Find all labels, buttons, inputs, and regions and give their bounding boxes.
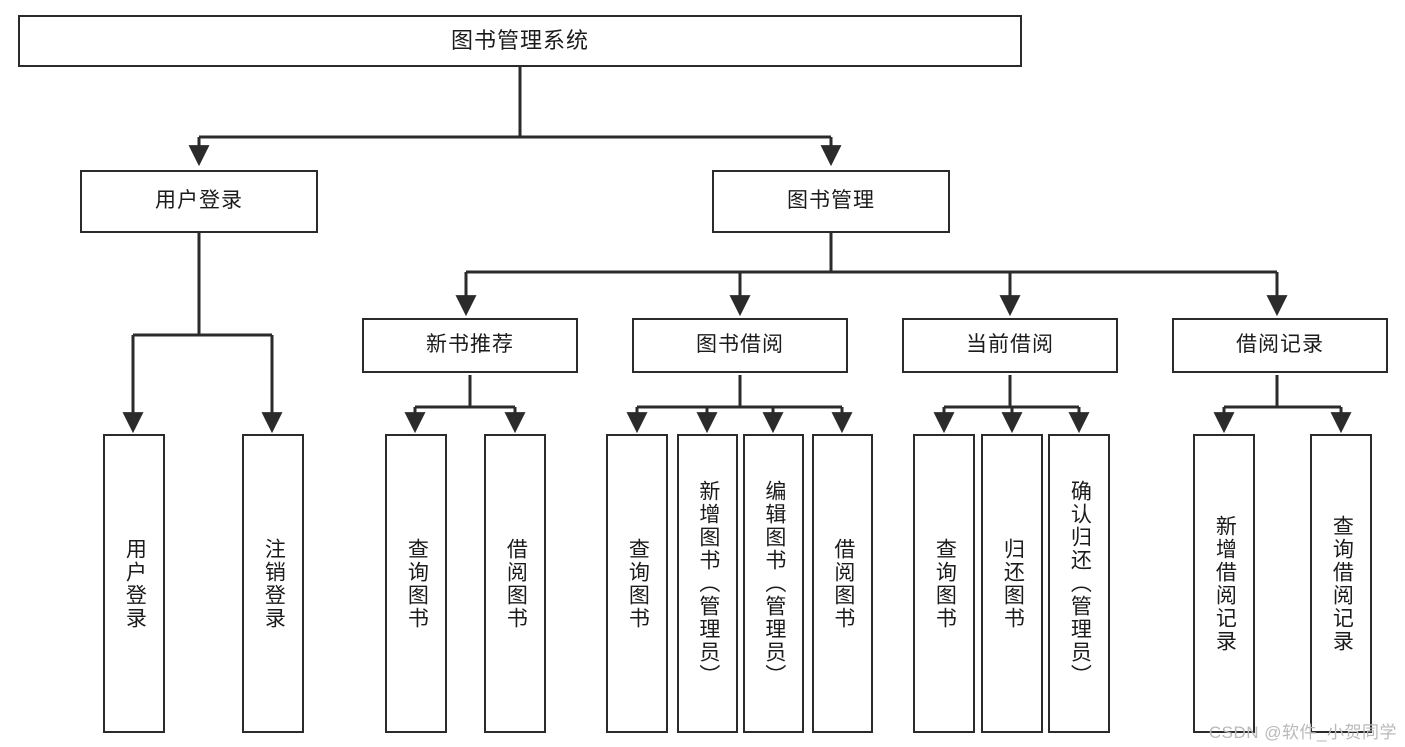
node-label: 查询图书 (626, 537, 650, 630)
node-root-book-management-system[interactable]: 图书管理系统 (18, 15, 1022, 67)
node-leaf-query-borrow-record[interactable]: 查询借阅记录 (1310, 434, 1372, 733)
node-label: 新增图书（管理员） (696, 480, 720, 687)
node-leaf-query-book-current[interactable]: 查询图书 (913, 434, 975, 733)
watermark-text: CSDN @软件_小贺同学 (1208, 723, 1397, 742)
node-label: 新书推荐 (426, 333, 514, 357)
node-label: 归还图书 (1001, 537, 1025, 630)
node-borrowing-record[interactable]: 借阅记录 (1172, 318, 1388, 373)
node-leaf-query-book-borrow[interactable]: 查询图书 (606, 434, 668, 733)
node-label: 借阅记录 (1236, 333, 1324, 357)
node-label: 借阅图书 (831, 537, 855, 630)
node-leaf-confirm-return-admin[interactable]: 确认归还（管理员） (1048, 434, 1110, 733)
node-label: 确认归还（管理员） (1068, 480, 1092, 687)
node-label: 新增借阅记录 (1213, 514, 1237, 653)
node-user-login[interactable]: 用户登录 (80, 170, 318, 233)
node-leaf-add-book-admin[interactable]: 新增图书（管理员） (677, 434, 738, 733)
node-label: 图书管理 (787, 189, 875, 213)
node-label: 用户登录 (123, 537, 147, 630)
node-leaf-return-book[interactable]: 归还图书 (981, 434, 1043, 733)
node-book-management[interactable]: 图书管理 (712, 170, 950, 233)
node-leaf-query-book-recommend[interactable]: 查询图书 (385, 434, 447, 733)
node-leaf-user-login[interactable]: 用户登录 (103, 434, 165, 733)
node-label: 用户登录 (155, 189, 243, 213)
node-leaf-borrow-book-recommend[interactable]: 借阅图书 (484, 434, 546, 733)
node-label: 编辑图书（管理员） (762, 480, 786, 687)
node-leaf-edit-book-admin[interactable]: 编辑图书（管理员） (743, 434, 804, 733)
node-label: 图书管理系统 (450, 28, 589, 54)
node-label: 查询图书 (933, 537, 957, 630)
node-label: 借阅图书 (504, 537, 528, 630)
node-label: 注销登录 (262, 537, 286, 630)
node-book-borrowing[interactable]: 图书借阅 (632, 318, 848, 373)
node-label: 查询图书 (405, 537, 429, 630)
node-leaf-borrow-book[interactable]: 借阅图书 (812, 434, 873, 733)
node-leaf-add-borrow-record[interactable]: 新增借阅记录 (1193, 434, 1255, 733)
node-current-borrowing[interactable]: 当前借阅 (902, 318, 1118, 373)
node-new-book-recommendation[interactable]: 新书推荐 (362, 318, 578, 373)
node-label: 当前借阅 (966, 333, 1054, 357)
node-label: 图书借阅 (696, 333, 784, 357)
node-leaf-logout[interactable]: 注销登录 (242, 434, 304, 733)
node-label: 查询借阅记录 (1330, 514, 1354, 653)
